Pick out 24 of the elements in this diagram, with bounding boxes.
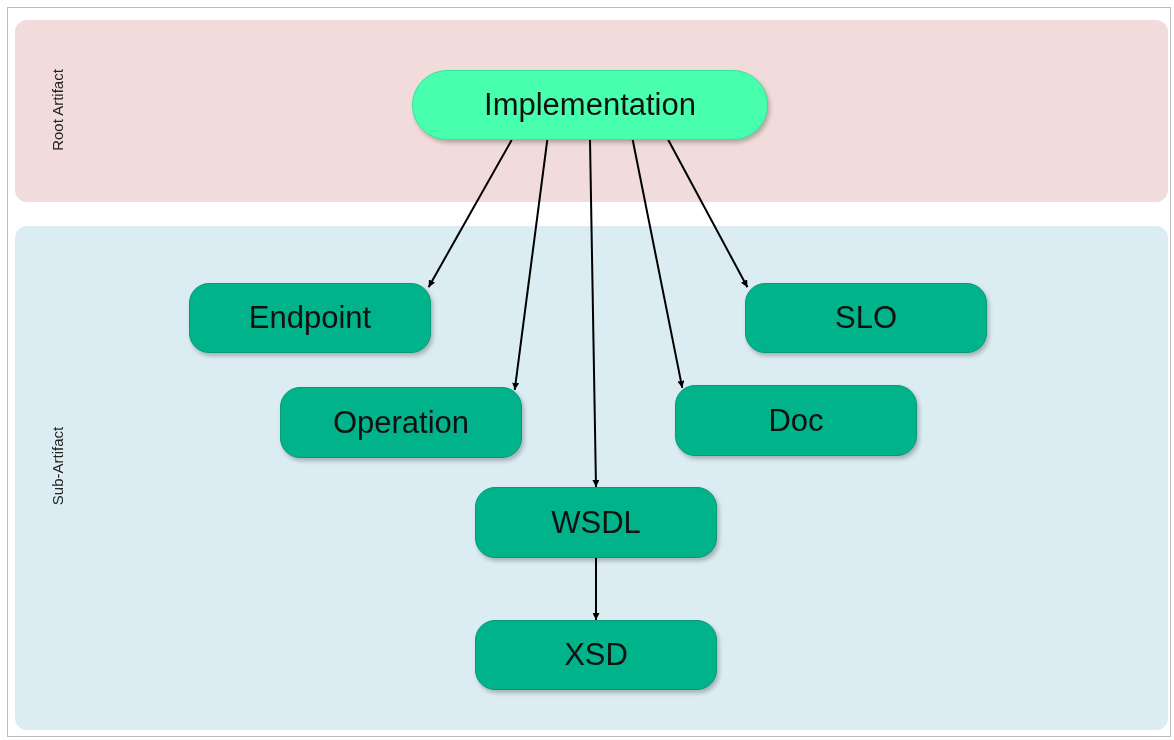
arrow	[592, 557, 600, 621]
node-label: Operation	[332, 404, 470, 441]
process-box	[280, 387, 522, 458]
process-box	[745, 283, 987, 353]
node-label: Endpoint	[248, 300, 372, 336]
process-box	[189, 283, 431, 353]
node-label: XSD	[564, 637, 628, 673]
process-box	[675, 385, 917, 456]
swimlane-band	[15, 20, 1168, 202]
node-label: Implementation	[484, 87, 696, 123]
node-label: Doc	[768, 402, 824, 439]
lane-label: Sub-Artifact	[48, 426, 66, 506]
swimlane-band	[15, 226, 1168, 730]
lane-label: Root Artifact	[48, 69, 66, 151]
root-node-pill	[412, 70, 768, 140]
arrow	[512, 139, 549, 391]
process-box	[475, 620, 717, 690]
arrow	[589, 139, 600, 488]
arrow	[631, 139, 685, 389]
arrow	[427, 139, 513, 289]
node-label: WSDL	[551, 504, 641, 541]
arrow	[667, 139, 749, 289]
process-box	[475, 487, 717, 558]
node-label: SLO	[835, 300, 897, 336]
